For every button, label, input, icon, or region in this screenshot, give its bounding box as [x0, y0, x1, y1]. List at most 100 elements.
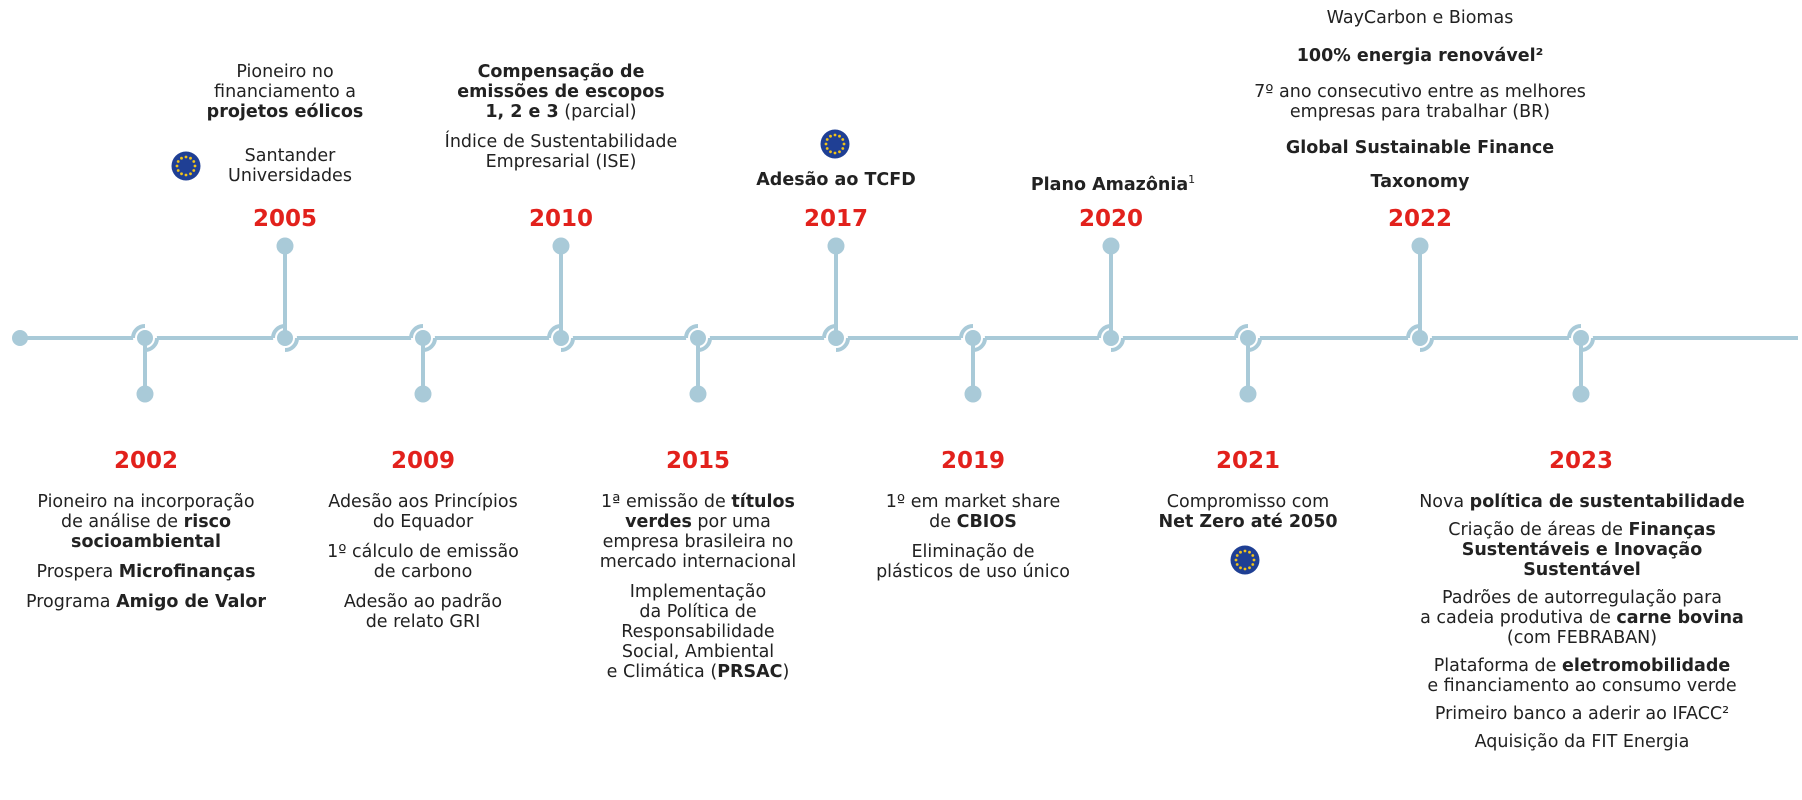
timeline-node-arc: [1419, 337, 1434, 352]
timeline-connector-dot: [1239, 385, 1257, 403]
milestone-fit-energia: Aquisição da FIT Energia: [1474, 732, 1690, 752]
eu-star: [1234, 558, 1238, 562]
timeline-axis: [12, 237, 1798, 403]
eu-star: [829, 150, 832, 154]
eu-star: [825, 147, 829, 150]
timeline-node: [690, 330, 706, 346]
timeline-connector-dot: [414, 385, 432, 403]
milestone-sustainability-policy: Nova política de sustentabilidade: [1419, 492, 1745, 512]
eu-star: [1239, 566, 1242, 570]
eu-star: [833, 133, 837, 137]
eu-star: [838, 150, 841, 154]
eu-star: [842, 142, 846, 146]
timeline-start-dot: [12, 330, 28, 346]
milestone-plano-amazonia: Plano Amazônia1: [1030, 173, 1196, 195]
year-2023: 2023: [1548, 448, 1613, 474]
eu-star: [189, 172, 192, 176]
timeline-connector-dot: [1411, 237, 1429, 255]
eu-star: [180, 156, 183, 160]
eu-star: [838, 134, 841, 138]
timeline-node: [1412, 330, 1428, 346]
eu-flag-icon: [171, 151, 201, 181]
eu-star: [833, 151, 837, 155]
eu-star: [841, 147, 845, 150]
milestones-2022: WayCarbon e Biomas 100% energia renováve…: [1200, 8, 1640, 202]
eu-star: [193, 164, 197, 168]
milestones-2017: Adesão ao TCFD: [726, 170, 946, 200]
year-2022: 2022: [1387, 206, 1452, 232]
eu-star: [184, 173, 188, 177]
milestone-taxonomy: Taxonomy: [1370, 172, 1470, 192]
timeline-connector-dot: [552, 237, 570, 255]
eu-star: [824, 142, 828, 146]
timeline-node: [137, 330, 153, 346]
eu-star: [1248, 566, 1251, 570]
year-2009: 2009: [390, 448, 455, 474]
eu-star: [1251, 563, 1255, 566]
year-2010: 2010: [528, 206, 593, 232]
eu-flag-icon: [820, 129, 850, 159]
timeline-node: [1573, 330, 1589, 346]
year-2019: 2019: [940, 448, 1005, 474]
timeline-node-arc: [131, 324, 146, 339]
eu-star: [192, 160, 196, 163]
timeline-node-arc: [409, 324, 424, 339]
milestone-tcfd: Adesão ao TCFD: [756, 170, 916, 190]
timeline-connector-dot: [276, 237, 294, 255]
eu-star: [1239, 550, 1242, 554]
eu-star: [176, 160, 180, 163]
timeline-connector-dot: [1102, 237, 1120, 255]
eu-star: [1243, 549, 1247, 553]
timeline-node: [828, 330, 844, 346]
milestones-2020: Plano Amazônia1: [1003, 170, 1223, 205]
timeline-connector-dot: [1572, 385, 1590, 403]
milestone-renewable-energy: 100% energia renovável²: [1296, 46, 1544, 66]
eu-flag-icon: [1230, 545, 1260, 575]
timeline-node-arc: [684, 324, 699, 339]
eu-star: [1243, 567, 1247, 571]
eu-star: [1235, 563, 1239, 566]
timeline-node-arc: [560, 337, 575, 352]
eu-star: [175, 164, 179, 168]
timeline-node: [277, 330, 293, 346]
timeline-node-arc: [835, 337, 850, 352]
eu-star: [825, 138, 829, 141]
timeline-node: [415, 330, 431, 346]
timeline-node-arc: [284, 337, 299, 352]
year-2015: 2015: [665, 448, 730, 474]
timeline-connector-dot: [136, 385, 154, 403]
timeline-connector-dot: [827, 237, 845, 255]
milestone-global-sustainable-finance: Global Sustainable Finance: [1285, 138, 1555, 158]
year-2021: 2021: [1215, 448, 1280, 474]
milestone-waycarbon: WayCarbon e Biomas: [1326, 8, 1514, 28]
eu-star: [1248, 550, 1251, 554]
eu-star: [184, 155, 188, 159]
milestone-prospera: Prospera Microfinanças: [36, 562, 256, 582]
eu-star: [180, 172, 183, 176]
eu-star: [1252, 558, 1256, 562]
timeline-node-arc: [1567, 324, 1582, 339]
timeline-node-arc: [1234, 324, 1249, 339]
year-2017: 2017: [803, 206, 868, 232]
eu-star: [189, 156, 192, 160]
